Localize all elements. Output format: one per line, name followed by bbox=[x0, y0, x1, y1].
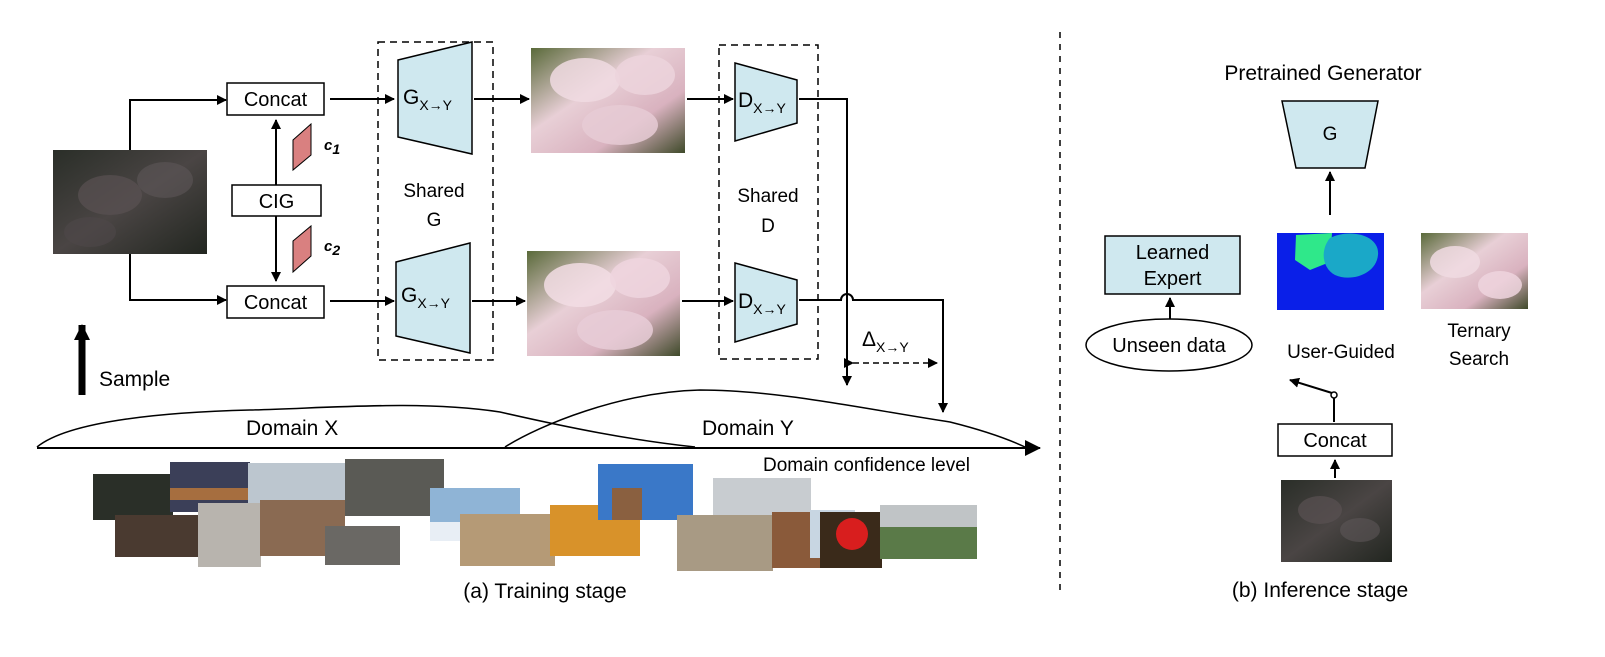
shared-g-label-line1: Shared bbox=[403, 181, 464, 202]
inference-input-image bbox=[1281, 480, 1392, 562]
d-bottom-output-arrow bbox=[799, 293, 948, 413]
unseen-data-ellipse: Unseen data bbox=[1085, 318, 1253, 372]
training-caption: (a) Training stage bbox=[463, 580, 626, 603]
ternary-search-image bbox=[1421, 233, 1528, 309]
pretrained-generator-label: G bbox=[1323, 124, 1338, 145]
learned-expert-box: Learned Expert bbox=[1104, 235, 1241, 295]
learned-expert-label-line2: Expert bbox=[1144, 268, 1202, 290]
generated-image-top bbox=[531, 48, 685, 153]
domain-y-label: Domain Y bbox=[702, 417, 794, 440]
condition-c2-icon bbox=[292, 224, 312, 274]
discriminator-top: DX→Y bbox=[734, 62, 798, 142]
concat-bottom-box: Concat bbox=[226, 285, 325, 319]
c2-label: c2 bbox=[324, 238, 340, 258]
input-connectors bbox=[129, 95, 227, 305]
user-guided-label: User-Guided bbox=[1287, 342, 1395, 363]
unseen-data-label: Unseen data bbox=[1112, 335, 1226, 357]
generator-top: GX→Y bbox=[397, 41, 473, 155]
domain-y-curve bbox=[504, 389, 1026, 448]
concat-bottom-label: Concat bbox=[244, 292, 308, 314]
input-image-dark bbox=[53, 150, 207, 254]
training-photo-collage bbox=[93, 459, 977, 571]
inference-concat-label: Concat bbox=[1303, 430, 1367, 452]
user-guided-seg-map bbox=[1277, 233, 1384, 310]
generator-bottom-label: GX→Y bbox=[401, 284, 451, 311]
c1-label: c1 bbox=[324, 137, 340, 157]
cig-box: CIG bbox=[231, 184, 322, 217]
condition-c1-icon bbox=[292, 122, 312, 172]
discriminator-top-label: DX→Y bbox=[738, 89, 787, 116]
learned-expert-label-line1: Learned bbox=[1136, 242, 1209, 264]
domain-x-label: Domain X bbox=[246, 417, 338, 440]
discriminator-bottom-label: DX→Y bbox=[738, 290, 787, 317]
shared-g-label-line2: G bbox=[427, 210, 442, 231]
domain-x-curve bbox=[36, 404, 696, 448]
d-top-output-arrow bbox=[799, 98, 852, 386]
delta-label: ΔX→Y bbox=[862, 328, 909, 355]
generator-bottom: GX→Y bbox=[395, 242, 471, 354]
pretrained-generator-icon: G bbox=[1281, 100, 1379, 169]
inference-concat-box: Concat bbox=[1277, 423, 1393, 457]
cig-label: CIG bbox=[259, 191, 295, 213]
ternary-label-line1: Ternary bbox=[1447, 321, 1511, 342]
axis-label: Domain confidence level bbox=[763, 455, 970, 476]
selection-switch-icon bbox=[1289, 377, 1338, 422]
ternary-label-line2: Search bbox=[1449, 349, 1509, 370]
sample-label: Sample bbox=[99, 368, 170, 391]
shared-d-label-line1: Shared bbox=[737, 186, 798, 207]
generator-top-label: GX→Y bbox=[403, 86, 453, 113]
pretrained-generator-title: Pretrained Generator bbox=[1224, 62, 1421, 85]
inference-caption: (b) Inference stage bbox=[1232, 579, 1408, 602]
shared-d-group bbox=[718, 44, 819, 360]
shared-d-label-line2: D bbox=[761, 216, 775, 237]
generated-image-bottom bbox=[527, 251, 680, 356]
concat-top-box: Concat bbox=[226, 82, 325, 116]
concat-top-label: Concat bbox=[244, 89, 308, 111]
discriminator-bottom: DX→Y bbox=[734, 262, 798, 343]
